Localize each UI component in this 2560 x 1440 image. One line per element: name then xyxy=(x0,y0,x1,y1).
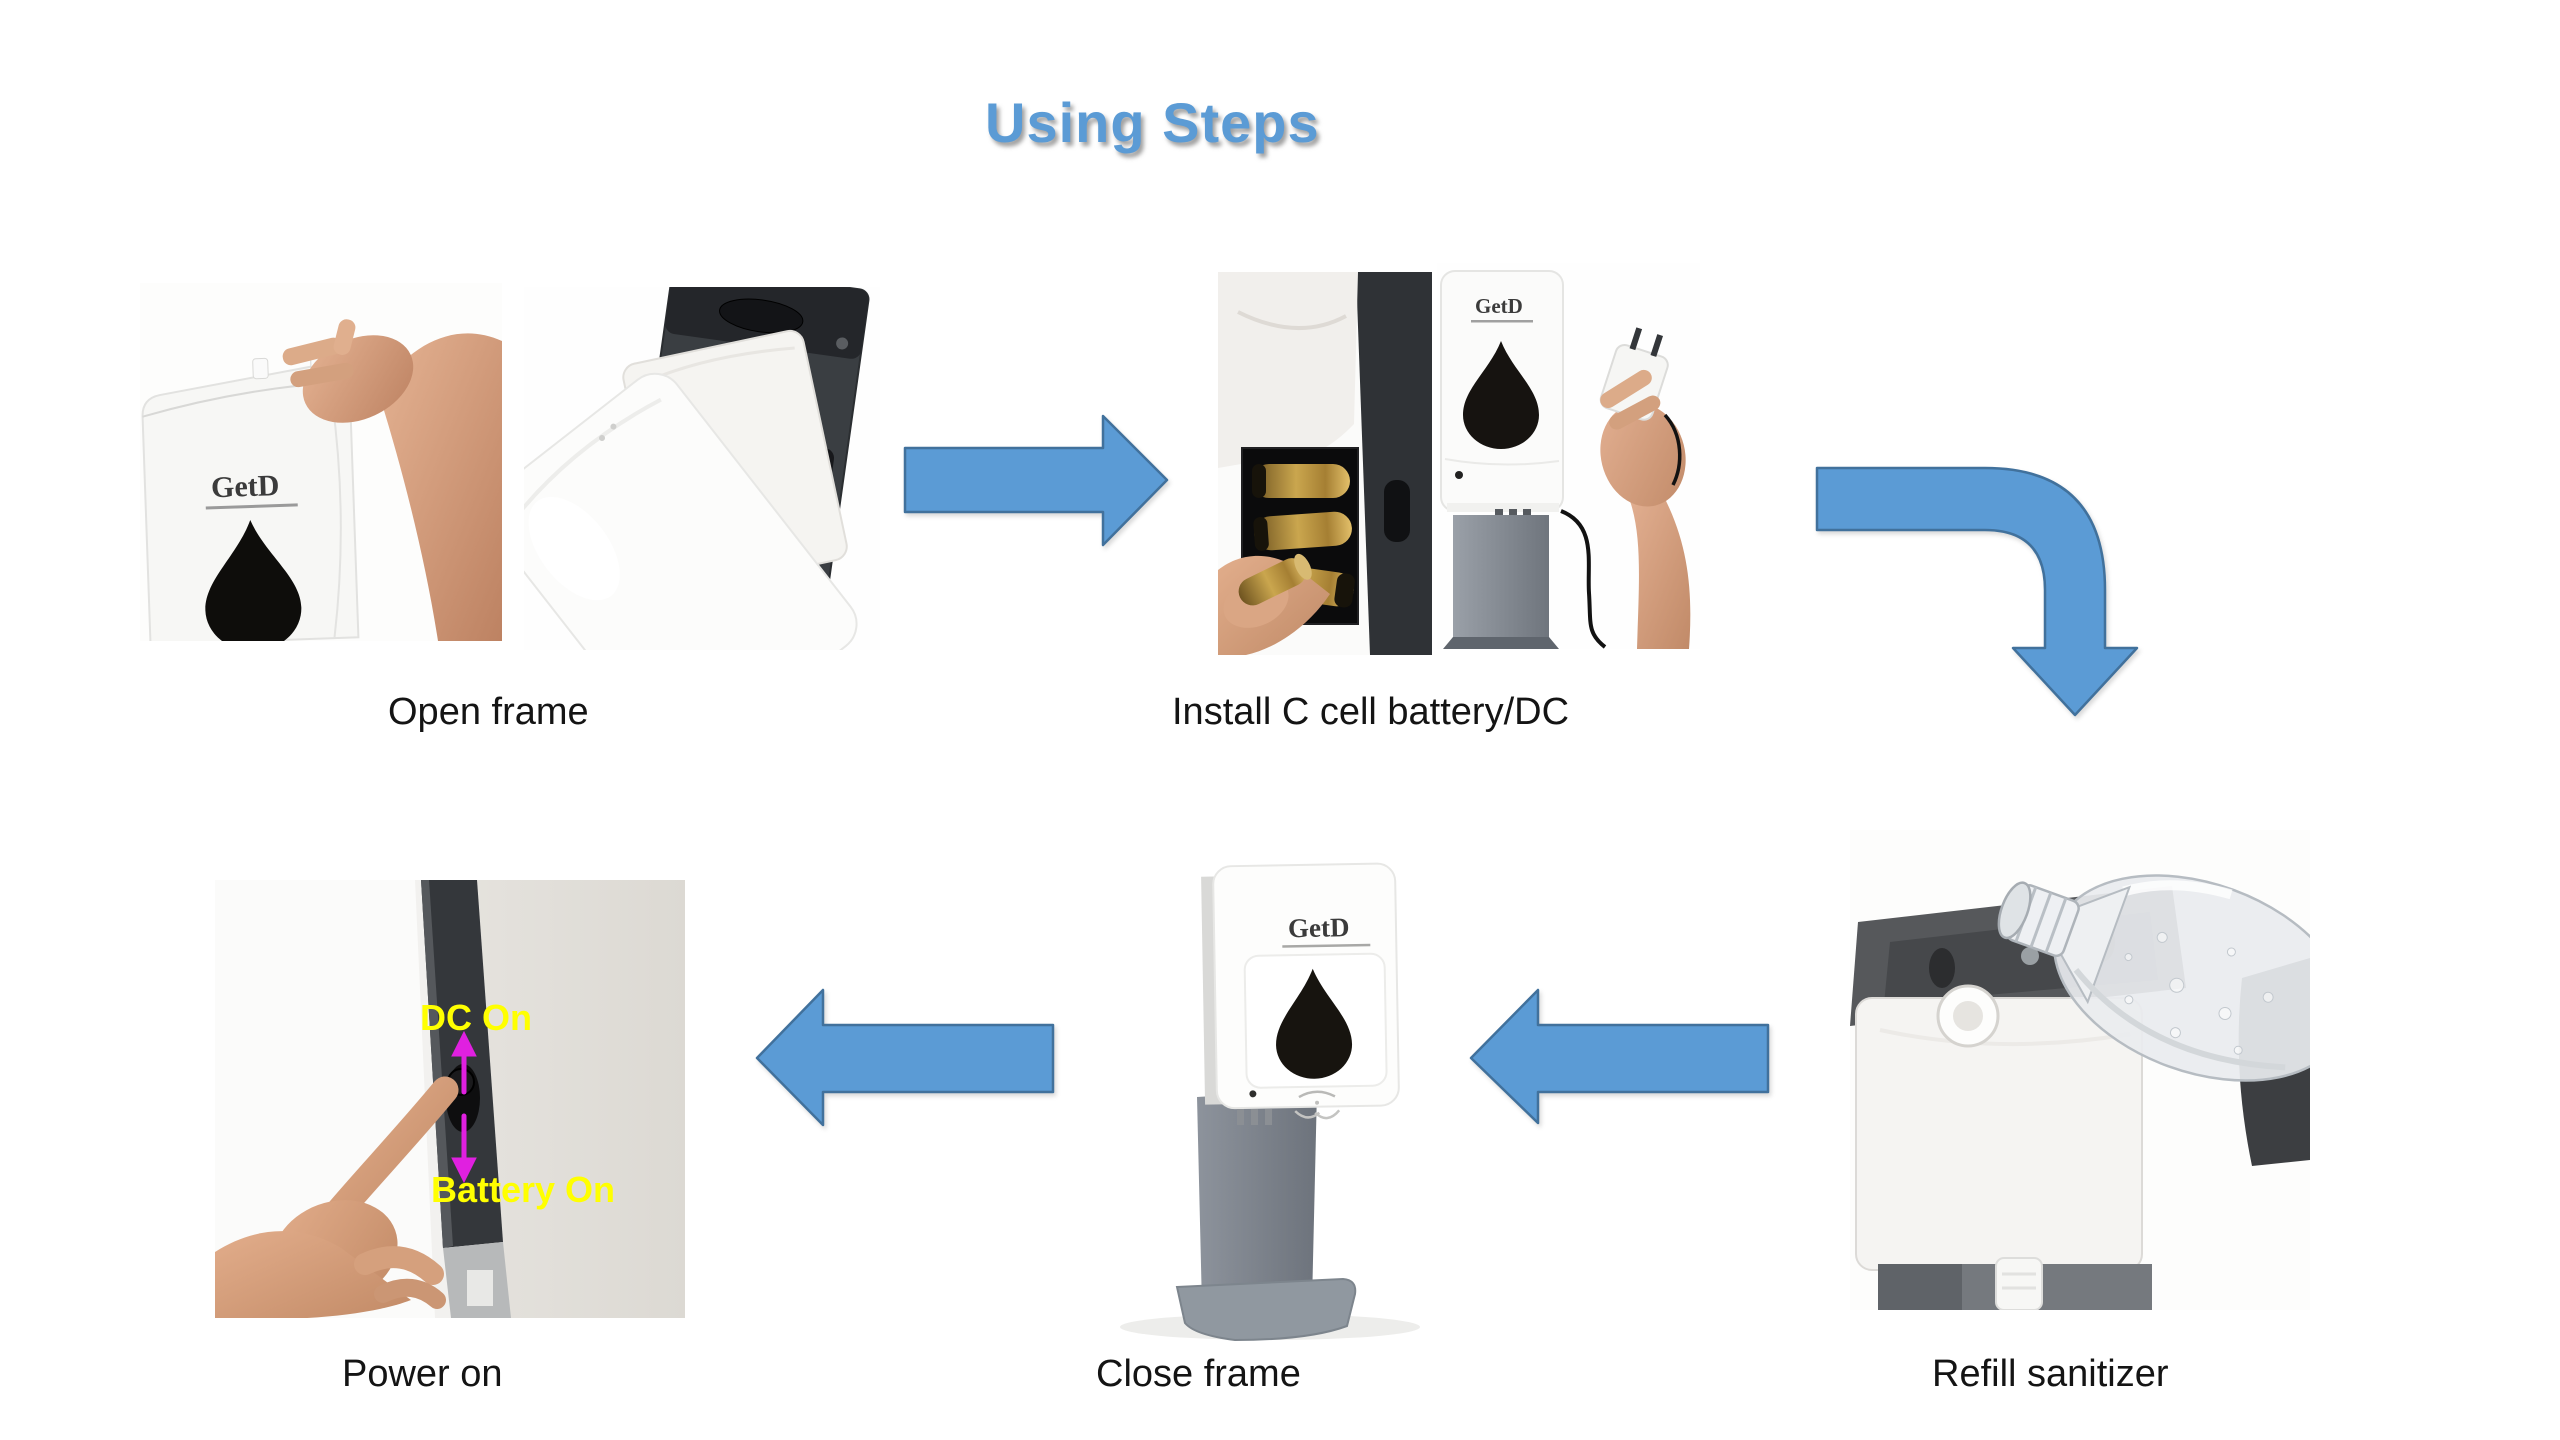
stand-bottom xyxy=(1878,1257,2152,1310)
caption-close-frame: Close frame xyxy=(1096,1353,1301,1395)
caption-refill: Refill sanitizer xyxy=(1932,1353,2169,1395)
photo-power-on: DC On Battery On xyxy=(215,880,685,1318)
sanitizer-tank xyxy=(1855,984,2143,1271)
plug-prong xyxy=(1629,327,1643,351)
hand-with-adapter xyxy=(1599,327,1691,649)
power-cable xyxy=(1560,509,1607,649)
logo-tagline-line xyxy=(1471,320,1533,323)
plug-prong xyxy=(1650,334,1664,357)
logo-tagline-line xyxy=(205,503,298,510)
caption-power-on: Power on xyxy=(342,1353,503,1395)
hands-icon xyxy=(1294,1109,1341,1120)
bubbles xyxy=(2124,931,2274,1055)
drip-tray xyxy=(1175,1277,1357,1342)
getd-logo: GetD xyxy=(1475,294,1523,318)
latch-slot xyxy=(252,357,269,380)
hands-icon xyxy=(1298,1090,1336,1099)
photo-open-frame-pull: GetD xyxy=(140,283,502,641)
caption-open-frame: Open frame xyxy=(388,691,589,733)
battery xyxy=(1252,464,1350,498)
caption-install-battery: Install C cell battery/DC xyxy=(1172,691,1570,733)
battery xyxy=(1254,511,1352,551)
down-arrow-head xyxy=(451,1157,477,1184)
sensor-dot xyxy=(1455,471,1463,479)
thumb xyxy=(354,1246,444,1285)
left-arrow-icon xyxy=(755,988,1055,1127)
hand-with-battery xyxy=(1218,553,1330,655)
dc-on-label: DC On xyxy=(420,997,532,1038)
right-arrow-icon xyxy=(903,414,1169,547)
logo-tagline-line xyxy=(1282,943,1371,948)
up-arrow-head xyxy=(451,1030,477,1057)
dispenser: GetD xyxy=(1440,270,1564,512)
droplet-icon xyxy=(1463,341,1539,449)
photo-install-battery xyxy=(1218,272,1432,655)
page-title: Using Steps xyxy=(985,91,1320,154)
switch-direction-arrows xyxy=(451,1030,477,1184)
stand xyxy=(1443,509,1559,649)
front-cover xyxy=(524,372,858,650)
droplet-icon xyxy=(1276,968,1353,1079)
droplet-icon xyxy=(205,519,302,641)
bottle-opening xyxy=(1997,881,2032,940)
sanitizer-bottle xyxy=(1997,874,2310,1082)
getd-logo: GetD xyxy=(1288,912,1350,943)
battery-in-hand xyxy=(1238,558,1307,606)
photo-install-dc: GetD xyxy=(1437,263,1700,649)
bent-arrow-icon xyxy=(1815,466,2139,717)
photo-close-frame: GetD xyxy=(1085,835,1430,1343)
pole-stand xyxy=(1197,1090,1317,1307)
keyhole-slot xyxy=(1929,948,1955,988)
dispenser: GetD xyxy=(1201,862,1400,1120)
hand-arm xyxy=(282,319,502,641)
getd-logo: GetD xyxy=(211,469,280,504)
connector-pins xyxy=(1237,1109,1272,1125)
photo-refill xyxy=(1850,830,2310,1310)
pump xyxy=(1995,1257,2043,1310)
hand-pointing xyxy=(215,1076,459,1318)
sensor-dot xyxy=(1249,1090,1257,1098)
battery-on-label: Battery On xyxy=(431,1169,615,1210)
screw xyxy=(2021,947,2039,965)
photo-open-frame-tilted xyxy=(524,287,880,650)
left-arrow-icon xyxy=(1469,988,1770,1125)
frame-strip xyxy=(1356,272,1432,655)
keyhole-slot xyxy=(1384,480,1410,542)
